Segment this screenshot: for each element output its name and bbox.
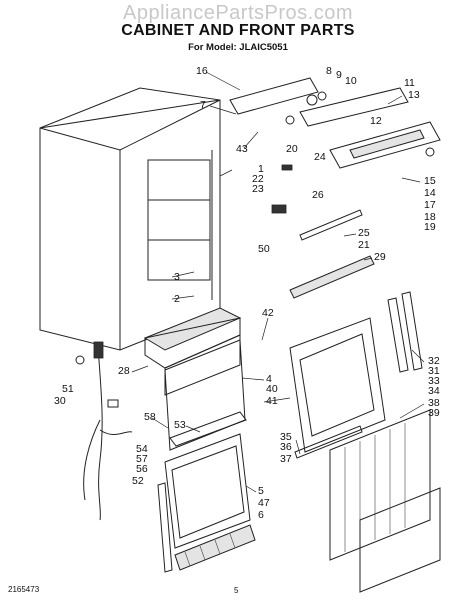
callout: 47 xyxy=(258,497,270,509)
watermark: AppliancePartsPros.com xyxy=(123,2,353,24)
callout: 13 xyxy=(408,89,420,101)
callout: 50 xyxy=(258,243,270,255)
callout: 57 xyxy=(136,453,148,465)
front-panel xyxy=(329,409,441,593)
callout: 35 xyxy=(280,431,292,443)
callout: 7 xyxy=(200,99,206,111)
door-side-strips xyxy=(387,291,423,373)
callout: 39 xyxy=(428,407,440,419)
callout: 25 xyxy=(358,227,370,239)
callout: 26 xyxy=(312,189,324,201)
callout: 36 xyxy=(280,441,292,453)
callout: 42 xyxy=(262,307,274,319)
callout: 5 xyxy=(258,485,264,497)
callout: 2 xyxy=(174,293,180,305)
callout: 12 xyxy=(370,115,382,127)
callout: 22 xyxy=(252,173,264,185)
callout: 3 xyxy=(174,271,180,283)
callout: 14 xyxy=(424,187,436,199)
callout: 51 xyxy=(62,383,74,395)
callout: 34 xyxy=(428,385,440,397)
callout: 52 xyxy=(132,475,144,487)
callout: 16 xyxy=(196,65,208,77)
leader-lines xyxy=(131,71,425,493)
base-pan xyxy=(143,307,242,396)
control-panel-assembly xyxy=(229,77,441,171)
callout: 30 xyxy=(54,395,66,407)
callout: 40 xyxy=(266,383,278,395)
page-number: 5 xyxy=(234,586,239,595)
callout: 29 xyxy=(374,251,386,263)
callout: 8 xyxy=(326,65,332,77)
callout: 9 xyxy=(336,69,342,81)
door-bottom-strip xyxy=(294,425,363,459)
callout: 18 xyxy=(424,211,436,223)
callout: 11 xyxy=(404,77,415,89)
callout: 43 xyxy=(236,143,248,155)
lower-door-assembly xyxy=(157,411,256,573)
callout: 33 xyxy=(428,375,440,387)
callout: 31 xyxy=(428,365,440,377)
callout: 53 xyxy=(174,419,186,431)
callout: 4 xyxy=(266,373,272,385)
callout: 19 xyxy=(424,221,436,233)
page-title: CABINET AND FRONT PARTS xyxy=(121,22,355,39)
callout: 1 xyxy=(258,163,264,175)
model-subtitle: For Model: JLAIC5051 xyxy=(188,42,288,53)
door-frame xyxy=(289,317,386,453)
callout: 37 xyxy=(280,453,292,465)
wiring-harness xyxy=(75,341,133,521)
callout: 20 xyxy=(286,143,298,155)
callout: 23 xyxy=(252,183,264,195)
callout: 28 xyxy=(118,365,130,377)
callout: 21 xyxy=(358,239,370,251)
callout: 17 xyxy=(424,199,436,211)
callout: 58 xyxy=(144,411,156,423)
callout: 32 xyxy=(428,355,440,367)
callout: 54 xyxy=(136,443,148,455)
doc-number: 2165473 xyxy=(8,585,40,594)
kickplate xyxy=(164,339,246,451)
callout: 10 xyxy=(345,75,357,87)
callout: 38 xyxy=(428,397,440,409)
callout: 24 xyxy=(314,151,326,163)
callout: 15 xyxy=(424,175,436,187)
callout: 6 xyxy=(258,509,264,521)
callout-labels: 16 8 9 10 11 13 7 12 43 20 24 1 22 23 15… xyxy=(54,65,440,521)
cabinet-body xyxy=(39,87,221,351)
callout: 56 xyxy=(136,463,148,475)
base-parts xyxy=(271,204,375,299)
